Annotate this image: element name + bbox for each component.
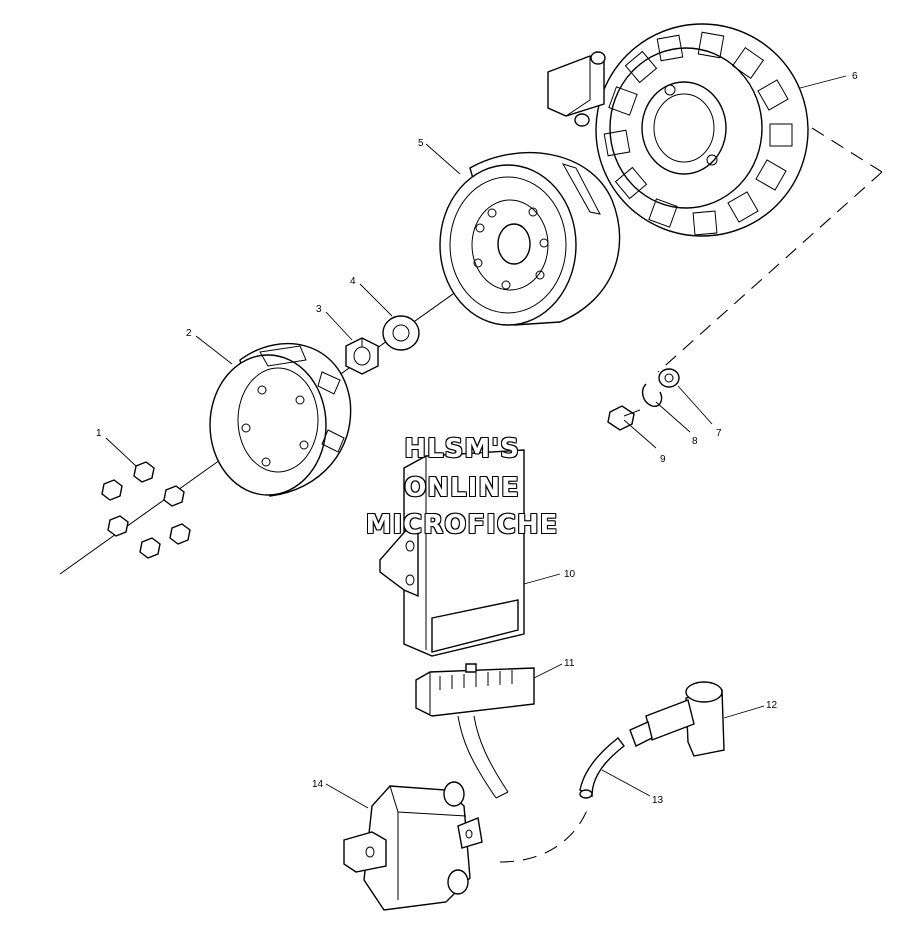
callout-7: 7 [716,428,722,439]
washer [382,315,420,351]
callout-4: 4 [350,276,356,287]
bolt-set [101,461,191,559]
callout-9: 9 [660,454,666,465]
callout-13: 13 [652,795,664,806]
callout-5: 5 [418,138,424,149]
callout-8: 8 [692,436,698,447]
watermark-line-3: MICROFICHE [365,510,559,540]
wiring-connector [415,663,535,799]
callout-10: 10 [564,569,576,580]
callout-6: 6 [852,71,858,82]
callout-2: 2 [186,328,192,339]
nut [345,337,379,375]
callout-3: 3 [316,304,322,315]
stator [547,23,809,237]
small-hardware [607,368,680,431]
starter-cup [209,342,352,497]
spark-plug-cap [629,681,725,757]
watermark-line-1: HLSM'S [404,434,520,464]
ignition-coil [343,781,483,911]
leader-lines [105,75,847,809]
watermark-line-2: ONLINE [404,473,520,503]
callout-1: 1 [96,428,102,439]
flywheel [439,151,621,326]
callout-11: 11 [564,658,575,669]
callout-14: 14 [312,779,324,790]
callout-12: 12 [766,700,778,711]
cdi-box [379,449,525,657]
ht-lead [579,737,625,799]
callout-labels: 1 2 3 4 5 6 7 8 9 10 11 12 13 14 [96,71,858,806]
